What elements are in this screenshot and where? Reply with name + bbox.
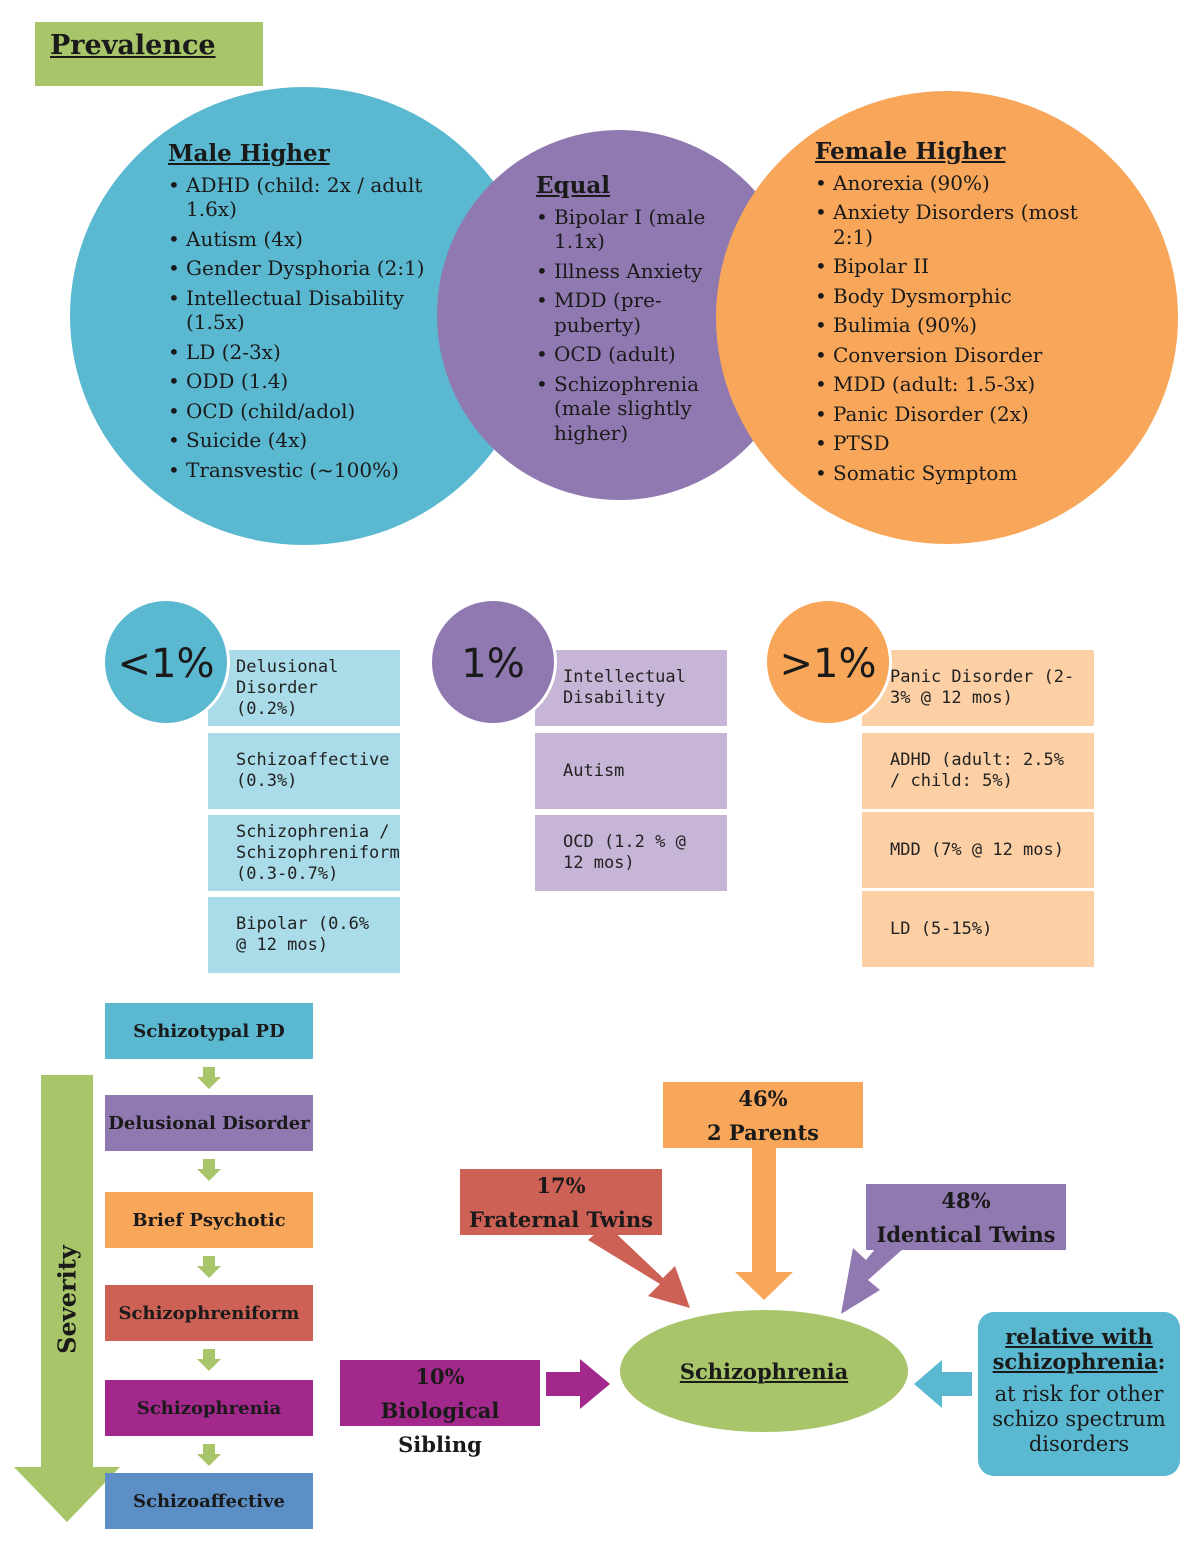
sibling-arrow <box>546 1359 610 1409</box>
parents-pct: 46% <box>738 1086 788 1111</box>
female-higher-text: Female Higher Anorexia (90%) Anxiety Dis… <box>815 138 1095 490</box>
less-than-1-item: Delusional Disorder (0.2%) <box>208 650 400 726</box>
list-item: Conversion Disorder <box>815 343 1095 368</box>
one-percent-item: Autism <box>535 733 727 809</box>
list-item: Bipolar II <box>815 254 1095 279</box>
more-than-1-circle <box>764 598 892 726</box>
down-arrow-icon <box>197 1159 221 1181</box>
parents-label: 2 Parents <box>707 1120 819 1145</box>
parents-arrow <box>735 1148 793 1300</box>
list-item: Autism (4x) <box>168 227 440 252</box>
more-than-1-item: ADHD (adult: 2.5% / child: 5%) <box>862 733 1094 809</box>
more-than-1-item: MDD (7% @ 12 mos) <box>862 812 1094 888</box>
list-item: Gender Dysphoria (2:1) <box>168 256 440 281</box>
list-item: Transvestic (~100%) <box>168 458 440 483</box>
list-item: Body Dysmorphic <box>815 284 1095 309</box>
list-item: OCD (adult) <box>536 342 716 367</box>
list-item: Anorexia (90%) <box>815 171 1095 196</box>
down-arrow-icon <box>197 1256 221 1278</box>
list-item: Bipolar I (male 1.1x) <box>536 205 716 254</box>
equal-text: Equal Bipolar I (male 1.1x) Illness Anxi… <box>536 172 716 450</box>
more-than-1-label: >1% <box>779 641 877 687</box>
less-than-1-item: Schizoaffective (0.3%) <box>208 733 400 809</box>
relative-heading-line: relative with schizophrenia: <box>978 1324 1180 1374</box>
severity-step: Delusional Disorder <box>105 1095 313 1151</box>
list-item: ADHD (child: 2x / adult 1.6x) <box>168 173 440 222</box>
male-higher-list: ADHD (child: 2x / adult 1.6x) Autism (4x… <box>168 173 440 483</box>
identical-label: Identical Twins <box>876 1222 1056 1247</box>
schizophrenia-center-label: Schizophrenia <box>679 1358 849 1384</box>
male-higher-heading: Male Higher <box>168 140 330 167</box>
female-higher-heading: Female Higher <box>815 138 1006 165</box>
severity-step: Schizophrenia <box>105 1380 313 1436</box>
one-percent-item: OCD (1.2 % @ 12 mos) <box>535 815 727 891</box>
down-arrow-icon <box>197 1067 221 1089</box>
down-arrow-icon <box>197 1349 221 1371</box>
severity-step: Brief Psychotic <box>105 1192 313 1248</box>
equal-heading: Equal <box>536 172 610 199</box>
list-item: PTSD <box>815 431 1095 456</box>
relative-box: relative with schizophrenia: at risk for… <box>978 1312 1180 1476</box>
list-item: Somatic Symptom <box>815 461 1095 486</box>
sibling-pct: 10% <box>415 1364 465 1389</box>
severity-arrow <box>14 1075 120 1522</box>
list-item: Panic Disorder (2x) <box>815 402 1095 427</box>
fraternal-label: Fraternal Twins <box>469 1207 653 1232</box>
identical-pct: 48% <box>941 1188 991 1213</box>
less-than-1-item: Schizophrenia / Schizophreniform (0.3-0.… <box>208 815 400 891</box>
relative-arrow <box>914 1360 972 1408</box>
list-item: LD (2-3x) <box>168 340 440 365</box>
list-item: Schizophrenia (male slightly higher) <box>536 372 716 446</box>
equal-list: Bipolar I (male 1.1x) Illness Anxiety MD… <box>536 205 716 446</box>
one-percent-circle <box>429 598 557 726</box>
list-item: Anxiety Disorders (most 2:1) <box>815 200 1095 249</box>
one-percent-label: 1% <box>461 641 525 687</box>
less-than-1-item: Bipolar (0.6% @ 12 mos) <box>208 897 400 973</box>
severity-step: Schizophreniform <box>105 1285 313 1341</box>
less-than-1-label: <1% <box>117 641 215 687</box>
sibling-box: 10% Biological Sibling <box>340 1360 540 1457</box>
list-item: Suicide (4x) <box>168 428 440 453</box>
schizophrenia-ellipse: Schizophrenia <box>620 1310 908 1432</box>
list-item: Bulimia (90%) <box>815 313 1095 338</box>
sibling-label: Biological Sibling <box>380 1398 500 1457</box>
list-item: Illness Anxiety <box>536 259 716 284</box>
fraternal-pct: 17% <box>536 1173 586 1198</box>
severity-step: Schizotypal PD <box>105 1003 313 1059</box>
identical-box: 48% Identical Twins <box>866 1184 1066 1250</box>
relative-colon: : <box>1157 1349 1166 1374</box>
female-higher-list: Anorexia (90%) Anxiety Disorders (most 2… <box>815 171 1095 486</box>
relative-text: at risk for other schizo spectrum disord… <box>992 1382 1166 1456</box>
male-higher-text: Male Higher ADHD (child: 2x / adult 1.6x… <box>168 140 440 487</box>
title-banner: Prevalence <box>35 22 263 86</box>
more-than-1-item: Panic Disorder (2-3% @ 12 mos) <box>862 650 1094 726</box>
relative-heading: relative with schizophrenia <box>992 1324 1158 1374</box>
fraternal-box: 17% Fraternal Twins <box>460 1169 662 1235</box>
list-item: MDD (adult: 1.5-3x) <box>815 372 1095 397</box>
list-item: ODD (1.4) <box>168 369 440 394</box>
fraternal-arrow <box>588 1224 690 1308</box>
list-item: OCD (child/adol) <box>168 399 440 424</box>
down-arrow-icon <box>197 1444 221 1466</box>
less-than-1-circle <box>102 598 230 726</box>
one-percent-item: Intellectual Disability <box>535 650 727 726</box>
severity-step: Schizoaffective <box>105 1473 313 1529</box>
list-item: MDD (pre-puberty) <box>536 288 716 337</box>
more-than-1-item: LD (5-15%) <box>862 891 1094 967</box>
list-item: Intellectual Disability (1.5x) <box>168 286 440 335</box>
page-title: Prevalence <box>50 30 216 61</box>
parents-box: 46% 2 Parents <box>663 1082 863 1148</box>
